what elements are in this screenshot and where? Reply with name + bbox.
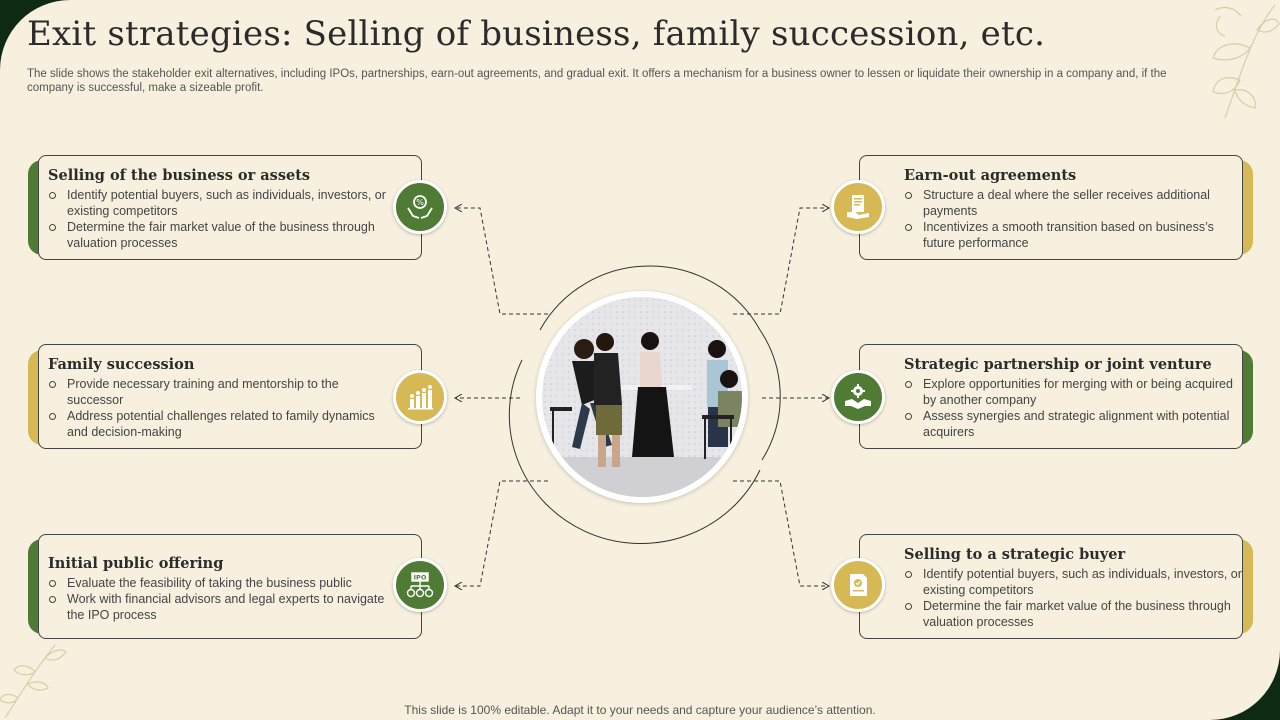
floral-top-right-icon	[1212, 4, 1280, 119]
bullet-item: Identify potential buyers, such as indiv…	[48, 187, 388, 219]
bullet-item: Determine the fair market value of the b…	[904, 598, 1244, 630]
bullet-item: Explore opportunities for merging with o…	[904, 376, 1244, 408]
card-title: Earn-out agreements	[904, 167, 1077, 184]
bullet-list: Explore opportunities for merging with o…	[904, 376, 1244, 440]
bullet-item: Provide necessary training and mentorshi…	[48, 376, 388, 408]
bullet-item: Determine the fair market value of the b…	[48, 219, 388, 251]
card-selling-business: Selling of the business or assets Identi…	[38, 155, 422, 260]
footer-note: This slide is 100% editable. Adapt it to…	[404, 703, 876, 717]
team-photo	[536, 291, 748, 503]
page-subtitle: The slide shows the stakeholder exit alt…	[27, 68, 1167, 94]
bullet-list: Provide necessary training and mentorshi…	[48, 376, 388, 440]
contract-hand-icon	[831, 180, 885, 234]
card-title: Family succession	[48, 356, 195, 373]
bullet-item: Address potential challenges related to …	[48, 408, 388, 440]
team-photo-illustration	[542, 297, 742, 497]
bullet-item: Structure a deal where the seller receiv…	[904, 187, 1244, 219]
card-initial-public-offering: Initial public offering Evaluate the fea…	[38, 534, 422, 639]
bullet-item: Identify potential buyers, such as indiv…	[904, 566, 1244, 598]
bullet-list: Structure a deal where the seller receiv…	[904, 187, 1244, 251]
people-growth-icon	[393, 370, 447, 424]
ipo-icon: IPO	[393, 558, 447, 612]
card-title: Initial public offering	[48, 555, 224, 572]
percent-hands-icon: %	[393, 180, 447, 234]
page-title: Exit strategies: Selling of business, fa…	[27, 14, 1046, 54]
bullet-list: Identify potential buyers, such as indiv…	[904, 566, 1244, 630]
card-title: Strategic partnership or joint venture	[904, 356, 1212, 373]
card-title: Selling of the business or assets	[48, 167, 311, 184]
bullet-list: Identify potential buyers, such as indiv…	[48, 187, 388, 251]
ipo-icon-label: IPO	[414, 574, 427, 582]
bullet-item: Incentivizes a smooth transition based o…	[904, 219, 1244, 251]
card-earn-out: Earn-out agreements Structure a deal whe…	[859, 155, 1243, 260]
card-strategic-buyer: Selling to a strategic buyer Identify po…	[859, 534, 1243, 639]
bullet-list: Evaluate the feasibility of taking the b…	[48, 575, 388, 623]
floral-bottom-left-icon	[0, 644, 67, 719]
bullet-item: Evaluate the feasibility of taking the b…	[48, 575, 388, 591]
gear-handshake-icon	[831, 370, 885, 424]
bullet-item: Work with financial advisors and legal e…	[48, 591, 388, 623]
bullet-item: Assess synergies and strategic alignment…	[904, 408, 1244, 440]
percent-glyph: %	[416, 198, 424, 207]
document-check-icon	[831, 558, 885, 612]
card-strategic-partnership: Strategic partnership or joint venture E…	[859, 344, 1243, 449]
card-family-succession: Family succession Provide necessary trai…	[38, 344, 422, 449]
card-title: Selling to a strategic buyer	[904, 546, 1126, 563]
